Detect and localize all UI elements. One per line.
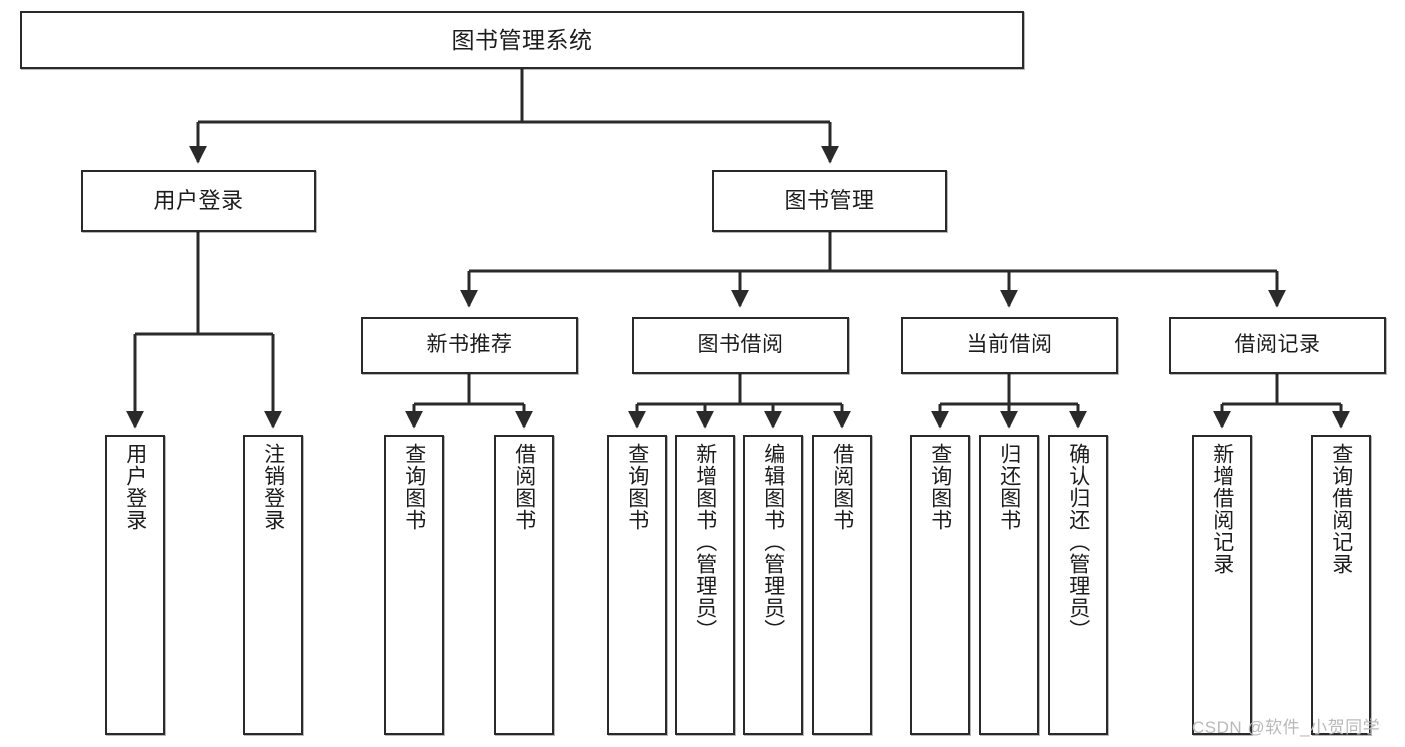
node-leaf-return-book-label: 归还图书 (997, 443, 1021, 531)
node-leaf-query-book-1[interactable]: 查询图书 (384, 435, 444, 735)
node-leaf-confirm-return[interactable]: 确认归还（管理员） (1048, 435, 1108, 735)
node-leaf-borrow-book-2-label: 借阅图书 (830, 443, 854, 531)
node-new-book-recommend[interactable]: 新书推荐 (361, 317, 578, 374)
node-leaf-return-book[interactable]: 归还图书 (979, 435, 1039, 735)
node-leaf-add-book[interactable]: 新增图书（管理员） (675, 435, 735, 735)
node-user-login-label: 用户登录 (153, 188, 244, 214)
node-leaf-borrow-book-1-label: 借阅图书 (512, 443, 536, 531)
node-book-borrow-label: 图书借阅 (697, 333, 784, 357)
node-leaf-borrow-book-2[interactable]: 借阅图书 (812, 435, 872, 735)
node-current-borrow-label: 当前借阅 (966, 333, 1053, 357)
node-leaf-add-book-label: 新增图书（管理员） (693, 443, 717, 641)
node-borrow-record[interactable]: 借阅记录 (1169, 317, 1386, 374)
node-leaf-query-book-2-label: 查询图书 (625, 443, 649, 531)
node-leaf-query-book-3-label: 查询图书 (928, 443, 952, 531)
node-leaf-user-login[interactable]: 用户登录 (105, 435, 165, 735)
node-book-borrow[interactable]: 图书借阅 (632, 317, 849, 374)
node-leaf-borrow-book-1[interactable]: 借阅图书 (494, 435, 554, 735)
node-book-manage-label: 图书管理 (784, 188, 875, 214)
node-leaf-logout-login[interactable]: 注销登录 (243, 435, 303, 735)
watermark: CSDN @软件_小贺同学 (1192, 718, 1381, 737)
node-new-book-recommend-label: 新书推荐 (426, 333, 513, 357)
node-leaf-query-record[interactable]: 查询借阅记录 (1311, 435, 1371, 735)
node-leaf-add-record[interactable]: 新增借阅记录 (1192, 435, 1252, 735)
node-leaf-query-book-2[interactable]: 查询图书 (607, 435, 667, 735)
node-leaf-user-login-label: 用户登录 (123, 443, 147, 531)
node-leaf-add-record-label: 新增借阅记录 (1210, 443, 1234, 575)
node-leaf-logout-login-label: 注销登录 (261, 443, 285, 531)
node-book-manage[interactable]: 图书管理 (712, 170, 947, 232)
node-leaf-query-record-label: 查询借阅记录 (1329, 443, 1353, 575)
node-leaf-edit-book-label: 编辑图书（管理员） (761, 443, 785, 641)
node-root-label: 图书管理系统 (451, 26, 593, 53)
node-leaf-query-book-3[interactable]: 查询图书 (910, 435, 970, 735)
node-leaf-query-book-1-label: 查询图书 (402, 443, 426, 531)
node-leaf-edit-book[interactable]: 编辑图书（管理员） (743, 435, 803, 735)
node-root[interactable]: 图书管理系统 (20, 11, 1024, 69)
node-borrow-record-label: 借阅记录 (1234, 333, 1321, 357)
node-current-borrow[interactable]: 当前借阅 (901, 317, 1118, 374)
node-leaf-confirm-return-label: 确认归还（管理员） (1066, 443, 1090, 641)
node-user-login[interactable]: 用户登录 (81, 170, 316, 232)
